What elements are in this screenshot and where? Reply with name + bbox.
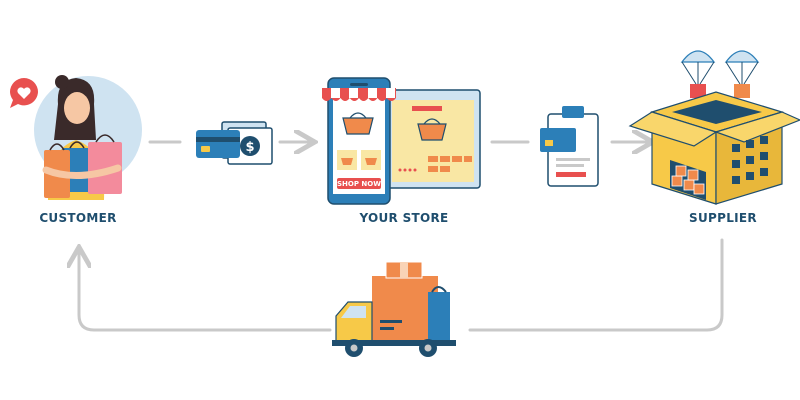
phone-bag-handle (349, 112, 367, 119)
shop-now-button (337, 178, 381, 189)
phone-screen (333, 90, 385, 194)
truck-cargo-lines (380, 320, 402, 330)
dollar-icon: $ (245, 140, 254, 155)
warehouse-flap-left (628, 111, 718, 147)
truck-cargo (372, 276, 438, 344)
shopping-bag-pink (88, 142, 122, 194)
heart-icon (17, 87, 31, 99)
monitor-product-bag-icon (417, 123, 447, 141)
supplier-illustration (628, 50, 800, 205)
truck-wheel-rear-hub (424, 344, 432, 352)
thumb-bag-icon-right (365, 158, 377, 165)
monitor-bag-handle (423, 118, 441, 125)
parachute-left-box (690, 84, 706, 98)
card-stripe (196, 137, 240, 142)
customer-arms (42, 164, 122, 180)
parachute-right-canopy (724, 50, 760, 63)
shop-now-label: SHOP NOW (337, 180, 381, 188)
rating-dots (398, 168, 417, 172)
thumb-bag-icon-left (341, 158, 353, 165)
phone-speaker (350, 83, 368, 86)
supplier-label: SUPPLIER (689, 211, 757, 225)
parachute-left-strings (681, 61, 715, 85)
customer-illustration (10, 75, 142, 200)
order-clipboard-illustration (540, 106, 599, 187)
truck-wheel-front-hub (350, 344, 358, 352)
clipboard-clip (562, 106, 584, 118)
store-illustration: SHOP NOW (322, 77, 481, 205)
bag-handles (49, 134, 115, 151)
warehouse-windows (732, 136, 768, 184)
parachute-left-canopy (680, 50, 716, 63)
customer-face (64, 92, 90, 124)
flow-connectors (79, 142, 724, 332)
payment-illustration: $ (196, 121, 273, 165)
customer-label: CUSTOMER (39, 211, 117, 225)
warehouse-box-opening (672, 100, 762, 124)
return-path-supplier-to-truck (468, 238, 724, 332)
monitor-product-grid (428, 156, 472, 172)
clipboard-card-chip (545, 140, 553, 146)
truck-handle (431, 286, 447, 293)
your-store-label: YOUR STORE (359, 211, 449, 225)
warehouse-stacked-parcels (671, 165, 705, 195)
card-chip (201, 146, 210, 152)
credit-card (196, 130, 240, 158)
store-awning (322, 88, 396, 101)
parachute-right-strings (725, 61, 759, 85)
dollar-coin (240, 136, 260, 156)
truck-window (341, 306, 366, 318)
truck-cargo-tape (400, 262, 408, 278)
clipboard-highlight-line (556, 172, 586, 177)
return-arrow-truck-to-customer (79, 250, 332, 332)
warehouse-flap-right (714, 111, 800, 143)
monitor-header-bar (412, 106, 442, 111)
phone-product-bag-icon (342, 117, 374, 135)
truck-side-panel (428, 292, 450, 344)
truck-base (332, 340, 456, 346)
customer-hair-bun (55, 75, 69, 89)
parachute-right-box (734, 84, 750, 98)
delivery-truck-illustration (332, 261, 456, 357)
clipboard-text-lines (556, 158, 590, 167)
awning-stripes (331, 88, 395, 98)
